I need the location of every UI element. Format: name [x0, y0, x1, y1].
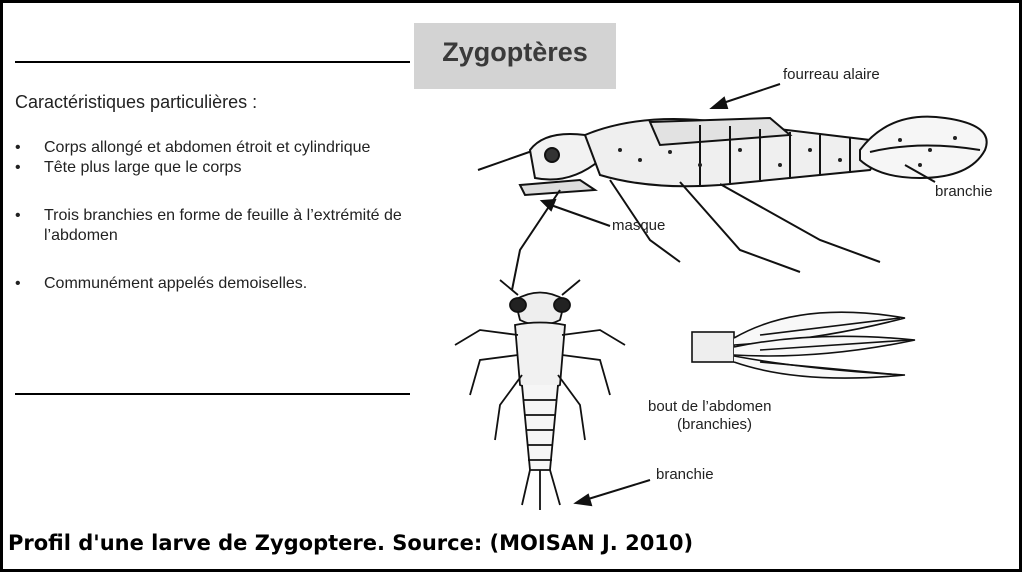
figure-caption: Profil d'une larve de Zygoptere. Source:… [8, 531, 693, 555]
label-branchie-side: branchie [935, 183, 993, 200]
label-masque: masque [612, 217, 665, 234]
label-branchies-sub: (branchies) [677, 416, 752, 433]
label-bout-abdomen: bout de l’abdomen [648, 398, 771, 415]
label-branchie-dorsal: branchie [656, 466, 714, 483]
abdomen-tip-illustration [692, 312, 915, 378]
label-fourreau-alaire: fourreau alaire [783, 66, 880, 83]
larva-dorsal-view [455, 280, 625, 510]
